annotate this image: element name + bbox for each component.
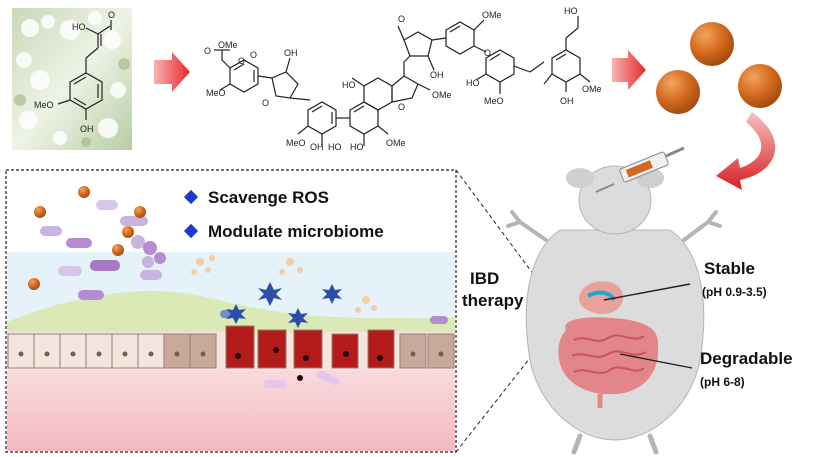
polymer-label-21: OH [560,96,574,106]
polymer-label-18: O [484,48,491,58]
stable-pointer-line [603,283,691,301]
stable-title: Stable [704,259,755,278]
epithelial-cells [7,325,455,369]
polymer-label-19: OMe [482,10,502,20]
polymer-label-9: OH [430,70,444,80]
gut-inset-panel: Scavenge ROS Modulate microbiome [5,169,457,453]
mouse-illustration [506,165,722,455]
polymer-label-1: O [204,46,211,56]
degradable-title: Degradable [700,349,793,368]
ferulic-acid-structure: HO O MeO OH [34,10,115,134]
polymer-label-11: OMe [432,90,452,100]
inset-nanoparticles [28,186,146,290]
stable-condition: (pH 0.9-3.5) [702,285,767,299]
plant-photo [12,8,132,150]
blue-diamond-icon [183,189,199,205]
legend: Scavenge ROS Modulate microbiome [183,188,384,241]
monomer-label-o: O [108,10,115,20]
monomer-label-meo: MeO [34,100,54,110]
intestine [558,317,659,395]
arrow-right-icon [154,52,190,92]
polymer-label-6: O [262,98,269,108]
polymer-label-10: O [398,102,405,112]
syringe-icon [595,146,685,193]
ibd-label: IBD [470,269,499,288]
bacteria [40,200,448,388]
polymer-label-8: O [398,14,405,24]
degradable-condition: (pH 6-8) [700,375,745,389]
polymer-label-17: OMe [386,138,406,148]
polymer-label-12: HO [328,142,342,152]
polymer-label-20: MeO [484,96,504,106]
stomach [579,281,624,314]
nanoparticles [656,22,782,114]
polymer-label-23: OMe [582,84,602,94]
legend-scavenge-ros: Scavenge ROS [208,188,329,207]
monomer-label-oh: OH [80,124,94,134]
legend-modulate-microbiome: Modulate microbiome [208,222,384,241]
polymer-label-15: HO [466,78,480,88]
polymer-label-4: MeO [206,88,226,98]
degraded-fragments [191,255,377,313]
polymer-label-3: O [250,50,257,60]
polymer-label-14: MeO [286,138,306,148]
monomer-label-ho: HO [72,22,86,32]
degradable-pointer-line [619,353,693,369]
curved-arrow-icon [716,112,776,190]
polymer-structure: O O OMe O MeO OH O HO O OH O OMe HO HO M… [204,6,602,152]
polymer-label-13: HO [350,142,364,152]
therapy-label: therapy [462,291,524,310]
blue-diamond-icon [183,223,199,239]
ros-species [226,282,342,328]
polymer-label-22: HO [564,6,578,16]
polymer-label-2: OMe [218,40,238,50]
callout-line [455,169,561,311]
polymer-label-7: HO [342,80,356,90]
arrow-right-icon-2 [612,50,646,90]
polymer-label-5: OH [284,48,298,58]
polymer-label-0: O [238,56,245,66]
polymer-label-16: OH [310,142,324,152]
